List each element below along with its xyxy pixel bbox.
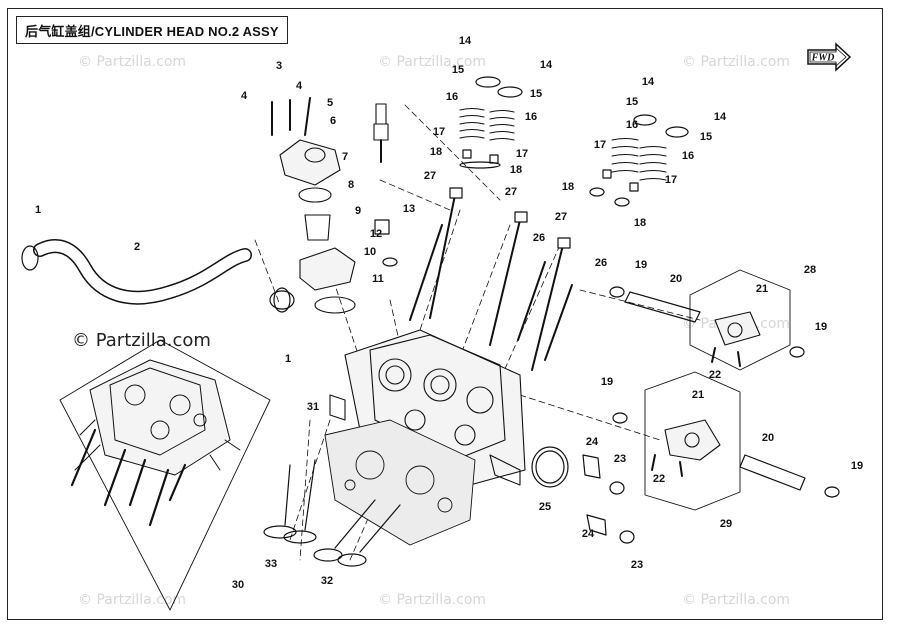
diagram-title: 后气缸盖组/CYLINDER HEAD NO.2 ASSY [16,16,288,44]
callout-number: 17 [594,139,606,151]
callout-number: 19 [851,460,863,472]
callout-number: 19 [815,321,827,333]
callout-number: 16 [682,150,694,162]
thermostat-housing-part [271,97,356,314]
callout-number: 27 [555,211,567,223]
head-bolt-part [409,194,573,371]
callout-number: 28 [804,264,816,276]
callout-number: 4 [296,80,303,92]
callout-number: 7 [342,151,348,163]
rocker-group-outline-29 [644,371,741,511]
watermark: © Partzilla.com [682,54,791,70]
callout-number: 24 [582,528,595,540]
callout-number: 15 [530,88,542,100]
tensioner-part [582,454,635,544]
callout-number: 23 [631,559,643,571]
callout-number: 25 [539,501,551,513]
watermark: © Partzilla.com [378,592,487,608]
callout-number: 26 [595,257,607,269]
callout-number: 27 [424,170,436,182]
callout-number: 10 [364,246,376,258]
callout-number: 20 [670,273,682,285]
callout-number: 29 [720,518,732,530]
callout-number: 30 [232,579,244,591]
callout-number: 19 [601,376,613,388]
rocker-arm-part [651,311,761,477]
callout-number: 18 [634,217,646,229]
cylinder-head-group-outline [59,339,271,611]
callout-number: 31 [307,401,319,413]
fwd-label: FWD [811,53,835,64]
valve-part [263,459,401,567]
coolant-hose-part [21,239,291,313]
rocker-group-outline-28 [689,269,791,371]
spark-plug-part [373,103,389,163]
callout-number: 14 [459,35,472,47]
callout-number: 24 [586,436,599,448]
callout-number: 4 [241,90,248,102]
callout-number: 23 [614,453,626,465]
callout-number: 6 [330,115,336,127]
callout-number: 16 [525,111,537,123]
callout-number: 8 [348,179,354,191]
callout-number: 20 [762,432,774,444]
watermark: © Partzilla.com [78,592,187,608]
callout-number: 27 [505,186,517,198]
watermark: © Partzilla.com [378,54,487,70]
callout-number: 14 [540,59,553,71]
callout-number: 15 [626,96,638,108]
fwd-arrow-icon: FWD [807,42,852,72]
diagram-frame [7,8,883,620]
callout-number: 11 [372,273,384,285]
valve-spring-part [459,107,667,181]
callout-number: 12 [370,228,382,240]
callout-number: 21 [756,283,768,295]
drain-plug-part [374,219,398,267]
head-gasket-part [324,419,476,546]
callout-number: 32 [321,575,333,587]
valve-retainer-part [459,76,689,207]
callout-number: 22 [653,473,665,485]
watermark: © Partzilla.com [682,592,791,608]
callout-number: 17 [516,148,528,160]
callout-number: 2 [134,241,140,253]
callout-number: 1 [285,353,291,365]
callout-number: 14 [714,111,727,123]
brand-text: © Partzilla.com [72,330,211,351]
callout-number: 18 [430,146,442,158]
callout-number: 5 [327,97,333,109]
callout-number: 15 [700,131,712,143]
rocker-shaft-part [609,286,840,498]
callout-number: 15 [452,64,464,76]
callout-number: 3 [276,60,282,72]
callout-number: 16 [626,119,638,131]
hose-clamp-part [269,290,295,310]
callout-number: 18 [562,181,574,193]
callout-number: 9 [355,205,361,217]
callout-number: 17 [433,126,445,138]
cylinder-head-assembly-part [70,359,241,527]
callout-number: 26 [533,232,545,244]
callout-number: 22 [709,369,721,381]
callout-number: 33 [265,558,277,570]
callout-number: 1 [35,204,41,216]
callout-number: 17 [665,174,677,186]
callout-number: 13 [403,203,415,215]
callout-labels: 1123445678910111213141414141515151516161… [35,35,863,591]
o-ring-part [531,446,569,488]
callout-number: 16 [446,91,458,103]
callout-number: 14 [642,76,655,88]
callout-number: 19 [635,259,647,271]
callout-number: 18 [510,164,522,176]
bolt-head-part [449,187,571,249]
callout-number: 21 [692,389,704,401]
watermark: © Partzilla.com [78,54,187,70]
